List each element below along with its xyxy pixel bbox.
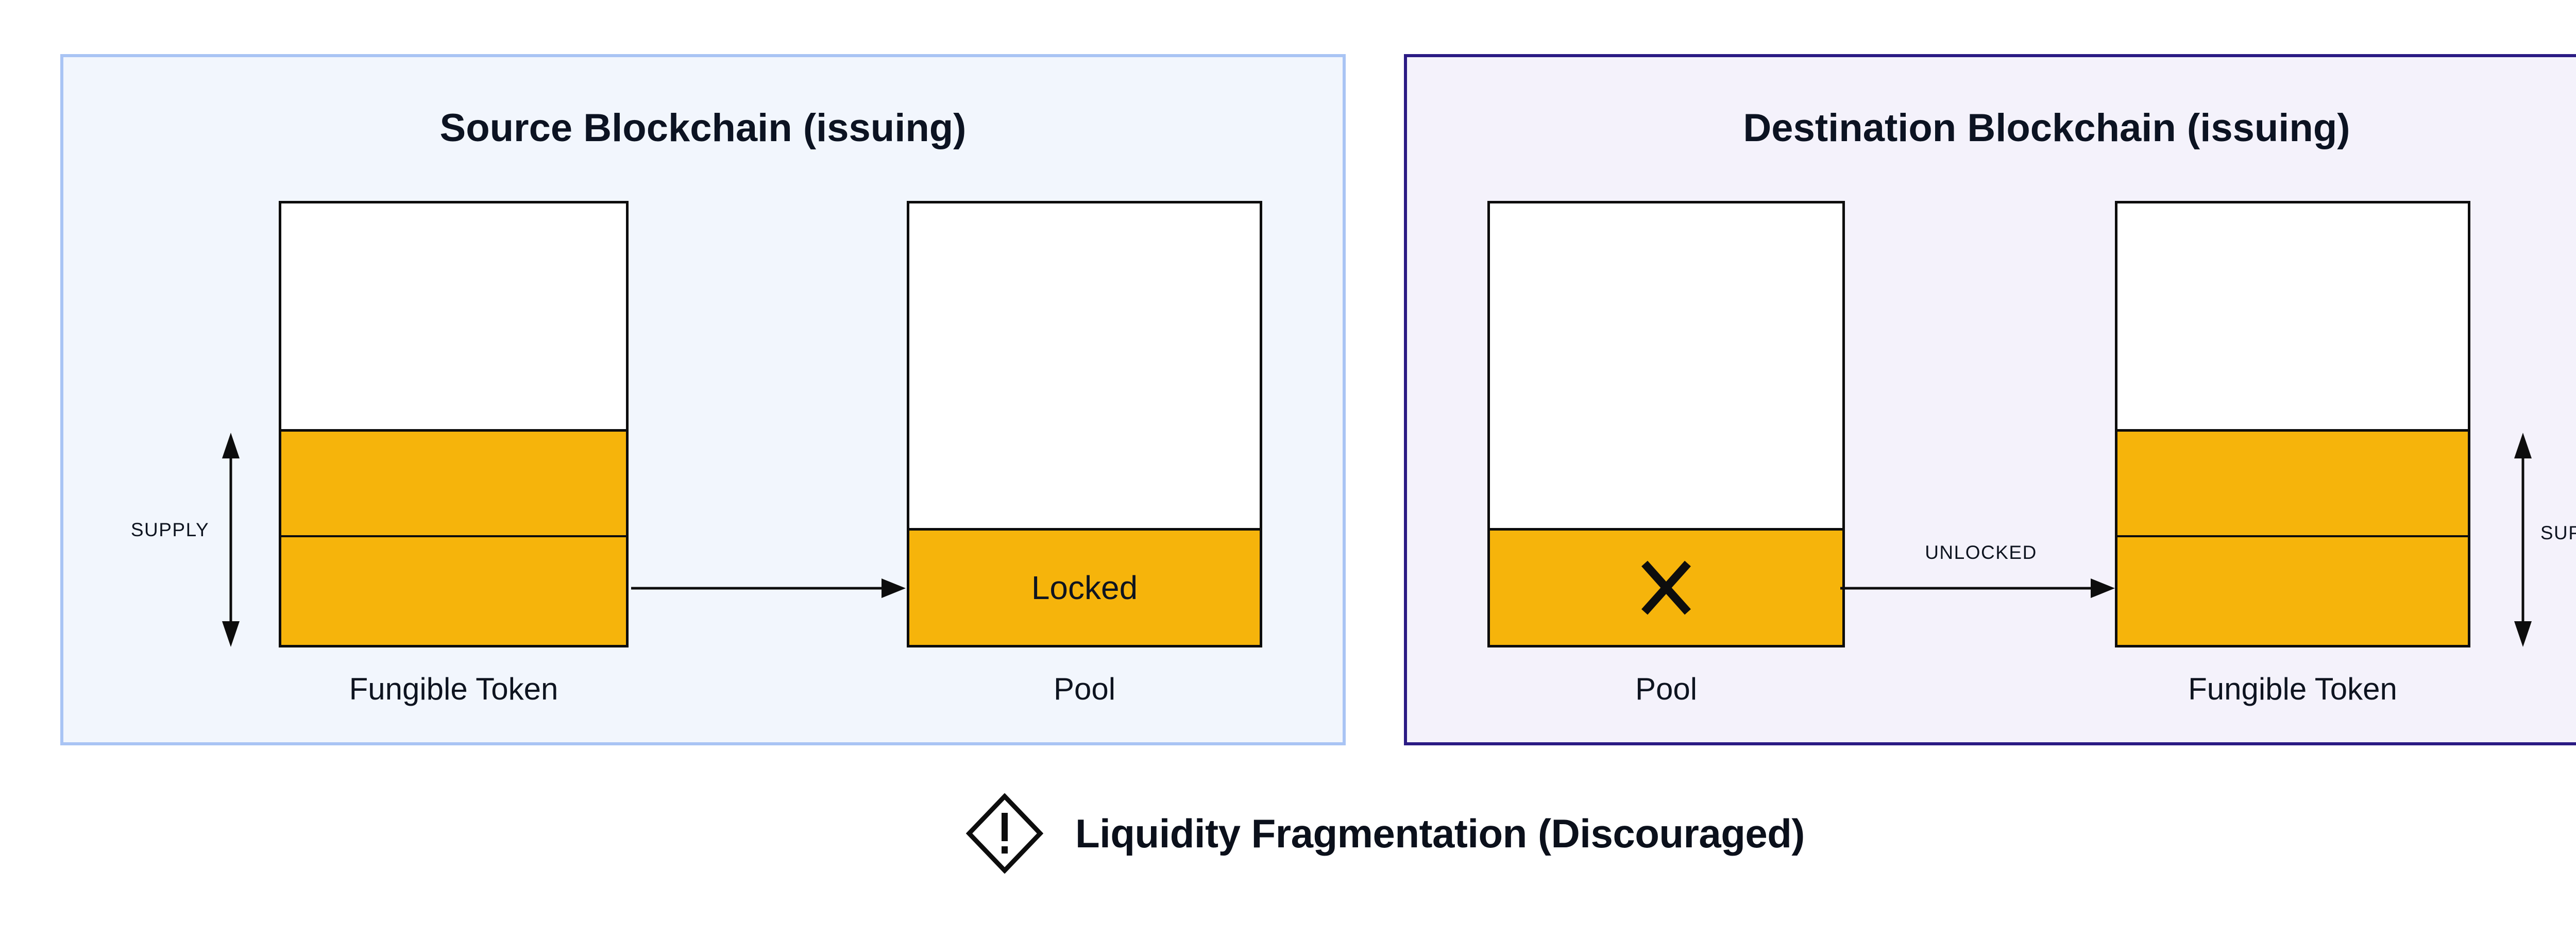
destination-fungible-token-label: Fungible Token xyxy=(2188,672,2397,706)
warning-diamond-exclamation-icon xyxy=(966,793,1043,874)
unlocked-supply-segment xyxy=(2117,535,2468,645)
pool-empty-segment xyxy=(909,203,1260,528)
cross-icon xyxy=(1637,560,1695,615)
circulating-supply-segment xyxy=(2117,429,2468,535)
supply-range-double-arrow-icon xyxy=(219,432,242,648)
unissued-supply-segment xyxy=(281,203,626,429)
locked-label: Locked xyxy=(1031,569,1138,606)
caption: Liquidity Fragmentation (Discouraged) xyxy=(966,793,1805,874)
source-pool-label: Pool xyxy=(1053,672,1116,706)
destination-pool-label: Pool xyxy=(1635,672,1698,706)
destination-supply-label: SUPPLY xyxy=(2540,522,2576,543)
pool-unlocked-segment xyxy=(1490,528,1842,645)
caption-label: Liquidity Fragmentation (Discouraged) xyxy=(1075,810,1805,856)
pool-locked-segment: Locked xyxy=(909,528,1260,645)
destination-panel-title: Destination Blockchain (issuing) xyxy=(1743,106,2350,150)
source-fungible-token-label: Fungible Token xyxy=(349,672,558,706)
lock-transfer-arrow-icon xyxy=(631,576,907,601)
source-panel-title: Source Blockchain (issuing) xyxy=(439,106,967,150)
source-supply-label: SUPPLY xyxy=(130,519,210,540)
circulating-supply-segment xyxy=(281,429,626,535)
source-pool-box: Locked xyxy=(907,201,1262,647)
source-fungible-token-box xyxy=(279,201,629,647)
bridged-supply-segment xyxy=(281,535,626,645)
destination-fungible-token-box xyxy=(2115,201,2470,647)
destination-blockchain-panel: Destination Blockchain (issuing) Pool UN… xyxy=(1404,54,2576,745)
unlock-transfer-arrow-icon xyxy=(1840,576,2116,601)
pool-empty-segment xyxy=(1490,203,1842,528)
unissued-supply-segment xyxy=(2117,203,2468,429)
unlocked-label: UNLOCKED xyxy=(1925,542,2037,563)
destination-pool-box xyxy=(1487,201,1845,647)
source-blockchain-panel: Source Blockchain (issuing) SUPPLY Fungi… xyxy=(60,54,1346,745)
supply-range-double-arrow-icon xyxy=(2512,432,2534,648)
